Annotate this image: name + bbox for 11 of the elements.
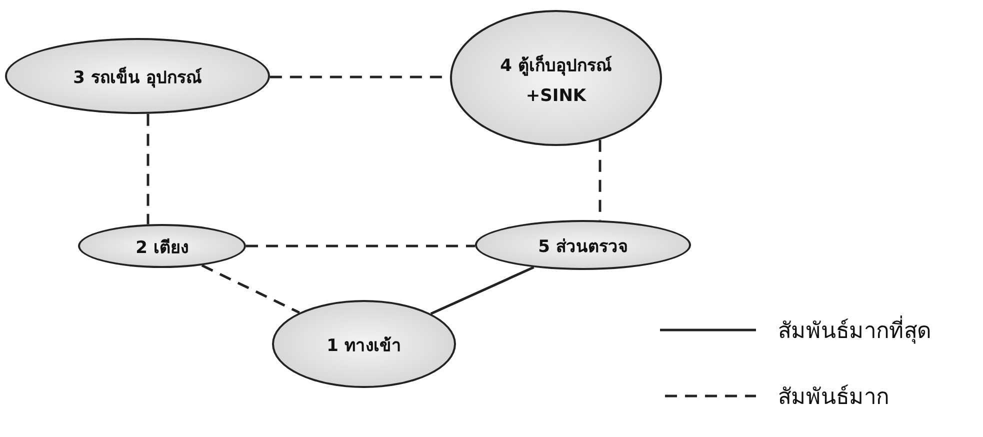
connector-line bbox=[430, 266, 534, 315]
connector-line bbox=[246, 244, 476, 248]
node-label: +SINK bbox=[526, 86, 586, 106]
legend-text: สัมพันธ์มากที่สุด bbox=[778, 313, 931, 348]
node-label: 4 ตู้เก็บอุปกรณ์ bbox=[500, 54, 612, 78]
node-label: 3 รถเข็น อุปกรณ์ bbox=[73, 66, 202, 90]
node-label: 1 ทางเข้า bbox=[326, 334, 402, 358]
connector-line bbox=[146, 114, 150, 224]
node-label: 5 ส่วนตรวจ bbox=[538, 236, 628, 258]
legend-text: สัมพันธ์มาก bbox=[778, 384, 889, 412]
node-label: 2 เตียง bbox=[136, 236, 188, 260]
